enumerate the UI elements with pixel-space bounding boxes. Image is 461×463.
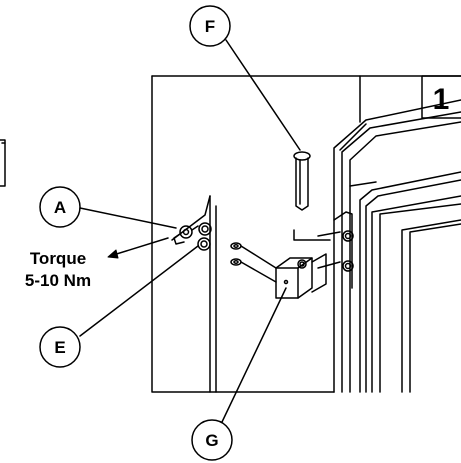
cabinet-panel (151, 75, 461, 393)
callout-g-label: G (205, 431, 218, 450)
callout-a-label: A (54, 198, 66, 217)
mounting-washers (230, 242, 277, 283)
door-frame (333, 99, 461, 393)
leader-lines (79, 39, 301, 423)
bolt-and-nuts (173, 222, 212, 251)
step-number: 1 (433, 83, 450, 116)
torque-arrow (109, 237, 169, 257)
torque-label: Torque (30, 249, 86, 268)
step-number-box (421, 75, 461, 119)
callout-f-label: F (205, 17, 215, 36)
callout-f-circle (189, 5, 231, 47)
callout-a-circle (39, 186, 81, 228)
callout-g-circle (191, 419, 233, 461)
hinge-pin-f (293, 151, 311, 211)
callout-e-label: E (54, 338, 65, 357)
torque-arrow-head (107, 249, 119, 259)
partial-left-bracket (0, 139, 6, 187)
frame-hinge-bracket (317, 211, 354, 289)
callout-e-circle (39, 326, 81, 368)
torque-value: 5-10 Nm (25, 271, 91, 290)
hinge-block-g (275, 229, 331, 299)
